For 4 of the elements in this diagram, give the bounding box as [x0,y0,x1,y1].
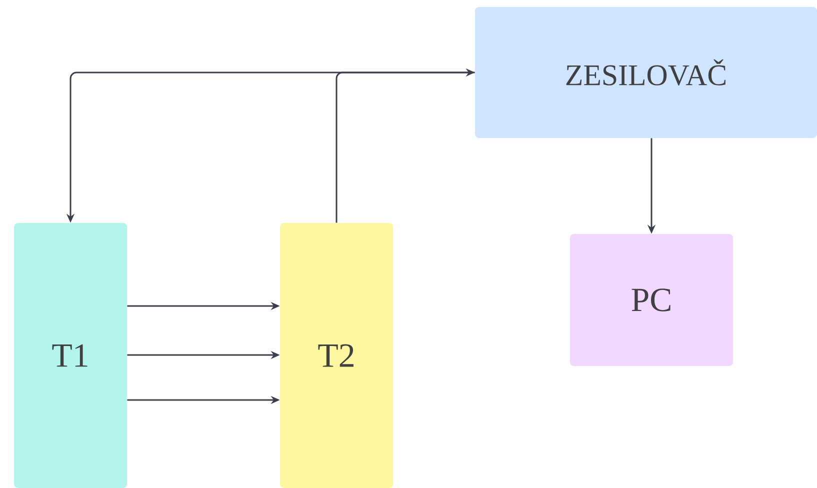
process-box: T1 [14,223,127,488]
process-box: T2 [280,223,393,488]
computer-box: PC [570,234,733,366]
amplifier-box: ZESILOVAČ [475,7,817,138]
